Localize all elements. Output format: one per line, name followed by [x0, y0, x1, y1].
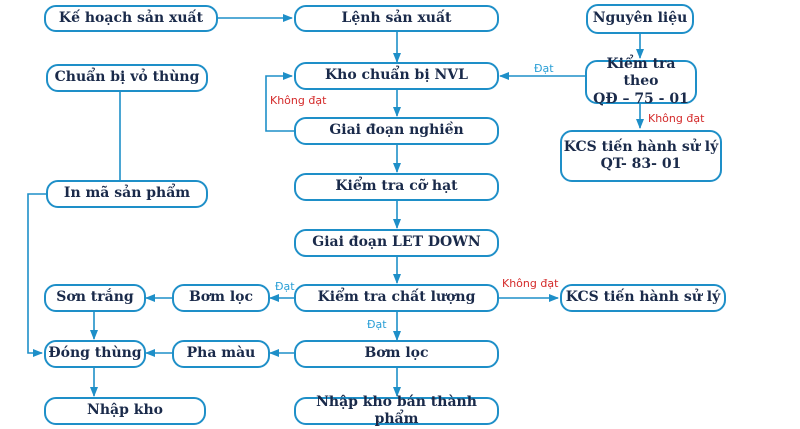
box-giai-doan-let-down: Giai đoạn LET DOWN: [294, 229, 499, 257]
box-kiem-tra-co-hat: Kiểm tra cỡ hạt: [294, 173, 499, 201]
box-lenh-san-xuat: Lệnh sản xuất: [294, 5, 499, 32]
arrow-inma-dongthung: [27, 193, 46, 357]
box-kiem-tra-qd: Kiểm tra theo QĐ – 75 - 01: [585, 56, 697, 107]
box-ke-hoach-san-xuat: Kế hoạch sản xuất: [44, 5, 218, 32]
box-bom-loc-center: Bơm lọc: [294, 340, 499, 368]
box-nhap-kho-ban-thanh-pham: Nhập kho bán thành phẩm: [294, 394, 499, 427]
box-kiem-tra-chat-luong: Kiểm tra chất lượng: [294, 284, 499, 312]
box-bom-loc-left: Bơm lọc: [172, 284, 270, 312]
box-giai-doan-nghien: Giai đoạn nghiền: [294, 117, 499, 145]
label-dat-left: Đạt: [275, 280, 295, 293]
box-kcs-right: KCS tiến hành sử lý: [560, 284, 726, 312]
arrow-nghien-loop: [265, 72, 294, 132]
box-pha-mau: Pha màu: [172, 340, 270, 368]
box-kcs-qt: KCS tiến hành sử lý QT- 83- 01: [560, 130, 722, 182]
box-chuan-bi-vo-thung: Chuẩn bị vỏ thùng: [46, 64, 208, 92]
label-khong-dat-nghien: Không đạt: [270, 94, 327, 107]
box-kho-chuan-bi-nvl: Kho chuẩn bị NVL: [294, 62, 499, 90]
box-in-ma-san-pham: In mã sản phẩm: [46, 180, 208, 208]
label-khong-dat-right: Không đạt: [502, 277, 559, 290]
label-dat-down: Đạt: [367, 318, 387, 331]
kcs-qt-line2: QT- 83- 01: [600, 156, 682, 172]
label-khong-dat-kcs: Không đạt: [648, 112, 705, 125]
box-nhap-kho: Nhập kho: [44, 397, 206, 425]
box-nguyen-lieu: Nguyên liệu: [586, 4, 694, 34]
kiem-tra-qd-line1: Kiểm tra theo: [606, 55, 676, 90]
box-son-trang: Sơn trắng: [44, 284, 146, 312]
kiem-tra-qd-line2: QĐ – 75 - 01: [593, 90, 689, 107]
kcs-qt-line1: KCS tiến hành sử lý: [563, 138, 719, 155]
label-dat-nvl: Đạt: [534, 62, 554, 75]
box-dong-thung: Đóng thùng: [44, 340, 146, 368]
